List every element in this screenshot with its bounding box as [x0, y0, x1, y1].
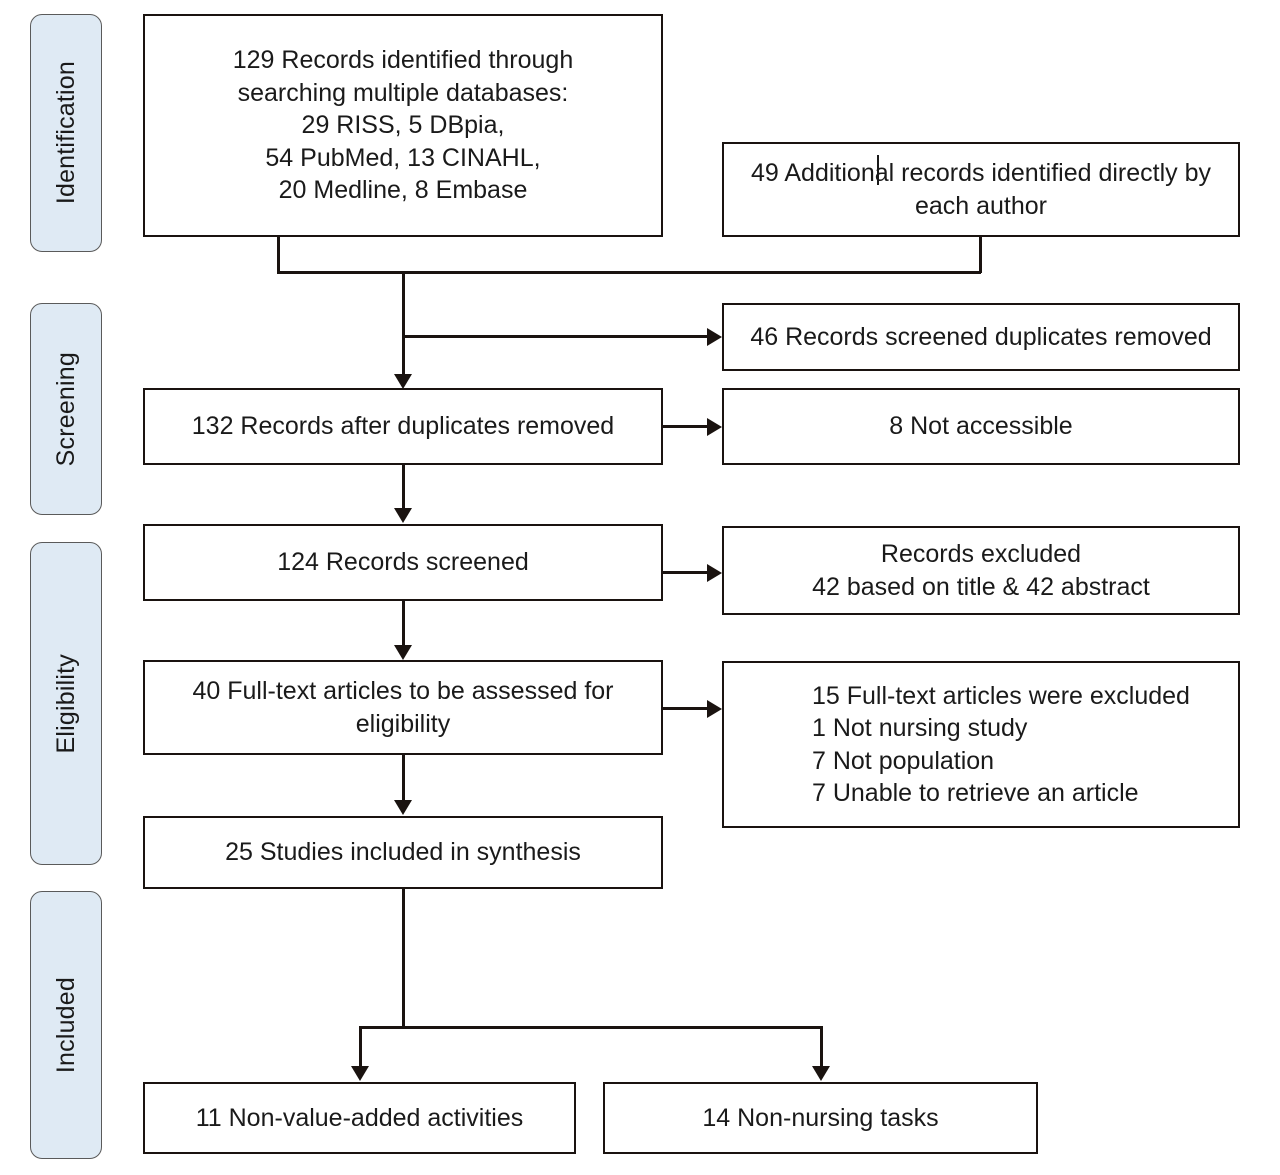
connector-to-not-accessible [663, 425, 709, 428]
connector-studies-included-down [402, 889, 405, 1028]
arrow-to-fulltext-assessed [394, 645, 412, 660]
arrow-to-duplicates-removed [707, 328, 722, 346]
connector-split-left [359, 1026, 362, 1069]
box-studies-included: 25 Studies included in synthesis [143, 816, 663, 889]
phase-screening: Screening [30, 303, 102, 515]
box-studies-included-text: 25 Studies included in synthesis [225, 838, 581, 867]
arrow-to-studies-included [394, 800, 412, 815]
phase-included-label: Included [51, 976, 80, 1074]
connector-additional-records-down [979, 237, 982, 273]
phase-eligibility: Eligibility [30, 542, 102, 865]
box-records-screened: 124 Records screened [143, 524, 663, 601]
text-caret-artifact [877, 155, 879, 185]
connector-to-fulltext-excluded [663, 707, 709, 710]
connector-to-fulltext-assessed [402, 601, 405, 648]
box-records-excluded-text: Records excluded 42 based on title & 42 … [812, 540, 1150, 601]
phase-included: Included [30, 891, 102, 1159]
arrow-to-non-nursing-tasks [812, 1066, 830, 1081]
phase-identification-label: Identification [51, 61, 80, 205]
box-records-identified: 129 Records identified through searching… [143, 14, 663, 237]
connector-trunk-to-duplicates-removed [402, 335, 707, 338]
box-not-accessible: 8 Not accessible [722, 388, 1240, 465]
box-non-nursing-tasks: 14 Non-nursing tasks [603, 1082, 1038, 1154]
connector-records-identified-down [277, 237, 280, 273]
box-records-identified-text: 129 Records identified through searching… [232, 46, 574, 205]
box-records-screened-text: 124 Records screened [277, 548, 529, 577]
connector-to-studies-included [402, 755, 405, 802]
arrow-to-fulltext-excluded [707, 700, 722, 718]
connector-split-right [820, 1026, 823, 1069]
phase-identification: Identification [30, 14, 102, 252]
box-duplicates-removed-text: 46 Records screened duplicates removed [750, 322, 1212, 351]
connector-to-records-excluded [663, 571, 709, 574]
box-non-value-added: 11 Non-value-added activities [143, 1082, 576, 1154]
phase-eligibility-label: Eligibility [51, 653, 80, 754]
arrow-to-records-excluded [707, 564, 722, 582]
connector-trunk-to-duplicates [402, 271, 405, 385]
connector-to-records-screened [402, 465, 405, 510]
box-records-after-duplicates: 132 Records after duplicates removed [143, 388, 663, 465]
box-records-excluded: Records excluded 42 based on title & 42 … [722, 526, 1240, 615]
connector-merge-bar [277, 271, 981, 274]
box-additional-records-text: 49 Additional records identified directl… [751, 159, 1211, 220]
box-fulltext-assessed: 40 Full-text articles to be assessed for… [143, 660, 663, 755]
box-non-nursing-tasks-text: 14 Non-nursing tasks [702, 1103, 939, 1132]
box-duplicates-removed: 46 Records screened duplicates removed [722, 303, 1240, 371]
arrow-to-non-value-added [351, 1066, 369, 1081]
box-not-accessible-text: 8 Not accessible [889, 412, 1073, 441]
connector-split-bar [359, 1026, 823, 1029]
box-non-value-added-text: 11 Non-value-added activities [195, 1103, 524, 1132]
arrow-to-not-accessible [707, 418, 722, 436]
arrow-to-records-screened [394, 508, 412, 523]
box-records-after-duplicates-text: 132 Records after duplicates removed [191, 412, 615, 441]
phase-screening-label: Screening [51, 351, 80, 467]
arrow-trunk-to-records-after-duplicates [394, 374, 412, 389]
box-fulltext-assessed-text: 40 Full-text articles to be assessed for… [192, 677, 614, 738]
box-additional-records: 49 Additional records identified directl… [722, 142, 1240, 237]
box-fulltext-excluded-text: 15 Full-text articles were excluded 1 No… [812, 681, 1190, 808]
box-fulltext-excluded: 15 Full-text articles were excluded 1 No… [722, 661, 1240, 828]
